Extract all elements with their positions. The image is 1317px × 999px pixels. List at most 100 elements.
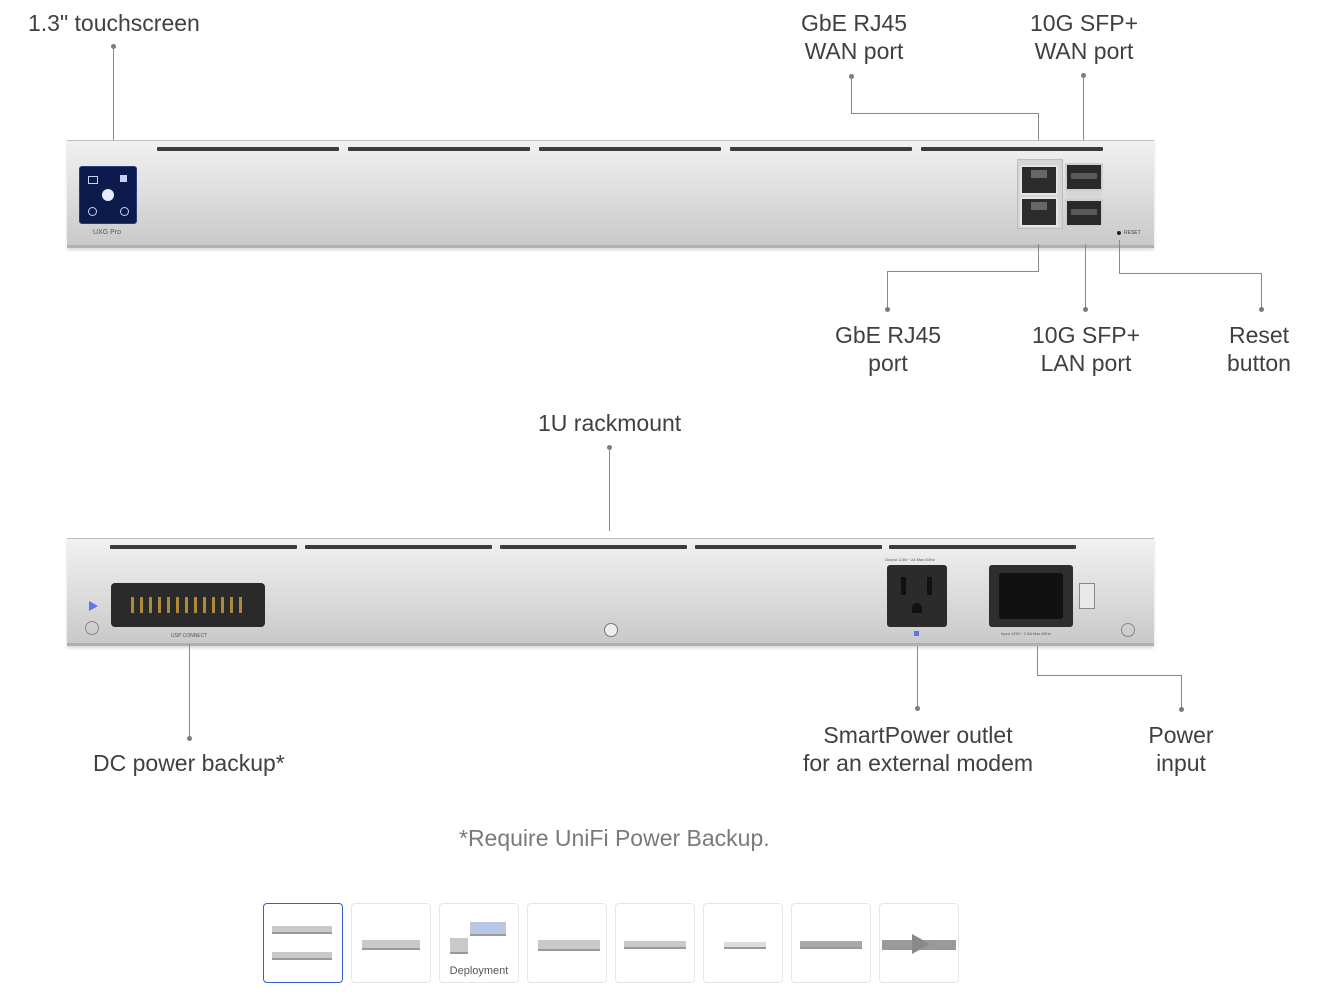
- connector-pins: [131, 597, 247, 613]
- smartpower-outlet[interactable]: [887, 565, 947, 627]
- smartpower-line1: SmartPower outlet: [823, 722, 1013, 748]
- screw-icon: [1121, 623, 1135, 637]
- touchscreen-display[interactable]: [79, 166, 137, 224]
- sfp-lan-callout-label: 10G SFP+ LAN port: [1022, 321, 1150, 377]
- gbe-wan-line1: GbE RJ45: [800, 10, 908, 36]
- power-switch[interactable]: [1079, 583, 1095, 609]
- thumbnail-7[interactable]: [791, 903, 871, 983]
- outlet-slot: [927, 577, 932, 595]
- callout-line: [609, 447, 610, 531]
- sfp-wan-port[interactable]: [1065, 163, 1103, 191]
- vent-slot: [157, 147, 339, 151]
- thumb-image: [538, 940, 600, 951]
- sfp-wan-callout-label: 10G SFP+ WAN port: [1020, 9, 1148, 65]
- outlet-slot: [901, 577, 906, 595]
- callout-dot: [1179, 707, 1184, 712]
- callout-line: [1037, 646, 1038, 676]
- thumb-image: [272, 926, 332, 934]
- callout-dot: [187, 736, 192, 741]
- footnote: *Require UniFi Power Backup.: [459, 825, 770, 851]
- arrow-icon: [89, 601, 98, 611]
- thumb-image: [724, 942, 766, 949]
- vent-slot: [730, 147, 912, 151]
- home-icon: [102, 189, 114, 201]
- callout-line: [1038, 244, 1039, 272]
- smartpower-callout-label: SmartPower outlet for an external modem: [796, 721, 1040, 777]
- thumbnail-2[interactable]: [351, 903, 431, 983]
- thumb-image: [362, 940, 420, 950]
- reset-button[interactable]: [1117, 231, 1121, 235]
- callout-line: [189, 644, 190, 738]
- reset-line1: Reset: [1228, 322, 1290, 348]
- gbe-port-line1: GbE RJ45: [834, 322, 942, 348]
- callout-line: [1119, 240, 1120, 274]
- screw-icon: [85, 621, 99, 635]
- vent-slot: [539, 147, 721, 151]
- thumbnail-5[interactable]: [615, 903, 695, 983]
- callout-line: [1083, 75, 1084, 153]
- callout-line: [1038, 113, 1039, 153]
- thumbnail-6[interactable]: [703, 903, 783, 983]
- inlet-socket: [999, 573, 1063, 619]
- rackmount-callout-label: 1U rackmount: [538, 410, 682, 436]
- callout-dot: [1083, 307, 1088, 312]
- gbe-port-callout-label: GbE RJ45 port: [826, 321, 950, 377]
- screen-icon: [88, 176, 98, 184]
- reset-label: RESET: [1124, 230, 1141, 236]
- sfp-lan-line1: 10G SFP+: [1031, 322, 1141, 348]
- callout-line: [851, 113, 1039, 114]
- outlet-indicator: [914, 631, 919, 636]
- callout-line: [887, 271, 888, 309]
- callout-line: [113, 46, 114, 166]
- thumb-image: [450, 938, 468, 954]
- model-label: UXG Pro: [93, 229, 122, 236]
- vent-slot: [921, 147, 1103, 151]
- callout-line: [917, 646, 918, 708]
- vent-slot: [110, 545, 297, 549]
- gbe-wan-callout-label: GbE RJ45 WAN port: [792, 9, 916, 65]
- thumbnail-8[interactable]: [879, 903, 959, 983]
- gbe-port-line2: port: [868, 350, 908, 376]
- vent-slot: [305, 545, 492, 549]
- device-icon: [120, 175, 127, 182]
- sfp-wan-line1: 10G SFP+: [1029, 10, 1139, 36]
- sfp-wan-line2: WAN port: [1034, 38, 1134, 64]
- info-icon: [88, 207, 97, 216]
- callout-line: [1037, 675, 1182, 676]
- power-line2: input: [1156, 750, 1206, 776]
- reset-callout-label: Reset button: [1210, 321, 1308, 377]
- thumb-image: [470, 922, 506, 936]
- callout-line: [1261, 273, 1262, 309]
- callout-dot: [1259, 307, 1264, 312]
- thumbnail-4[interactable]: [527, 903, 607, 983]
- vent-slot: [695, 545, 882, 549]
- dc-backup-callout-label: DC power backup*: [93, 750, 285, 776]
- thumbnail-3[interactable]: Deployment: [439, 903, 519, 983]
- gbe-wan-line2: WAN port: [804, 38, 904, 64]
- callout-line: [851, 76, 852, 114]
- thumbnail-1[interactable]: [263, 903, 343, 983]
- callout-line: [1085, 244, 1086, 308]
- vent-slot: [500, 545, 687, 549]
- outlet-label: Output 125V~ 2A Max 60Hz: [885, 557, 935, 562]
- callout-line: [887, 271, 1039, 272]
- smartpower-line2: for an external modem: [802, 750, 1034, 776]
- thumb-image: [624, 941, 686, 949]
- thumb-image: [272, 952, 332, 960]
- reset-line2: button: [1227, 350, 1291, 376]
- gbe-rj45-wan-port[interactable]: [1020, 165, 1058, 195]
- gbe-rj45-port[interactable]: [1020, 197, 1058, 227]
- dc-power-connector[interactable]: [111, 583, 265, 627]
- outlet-ground: [912, 603, 922, 613]
- vent-slot: [889, 545, 1076, 549]
- rear-device-body: USP CONNECT Output 125V~ 2A Max 60Hz Inp…: [67, 538, 1154, 646]
- power-inlet[interactable]: [989, 565, 1073, 627]
- front-device-body: UXG Pro RESET: [67, 140, 1154, 248]
- play-icon: [912, 934, 930, 954]
- settings-icon: [120, 207, 129, 216]
- sfp-lan-line2: LAN port: [1040, 350, 1132, 376]
- touchscreen-callout-label: 1.3" touchscreen: [28, 10, 200, 36]
- power-line1: Power: [1148, 722, 1214, 748]
- sfp-lan-port[interactable]: [1065, 199, 1103, 227]
- thumbnail-label: Deployment: [449, 965, 509, 977]
